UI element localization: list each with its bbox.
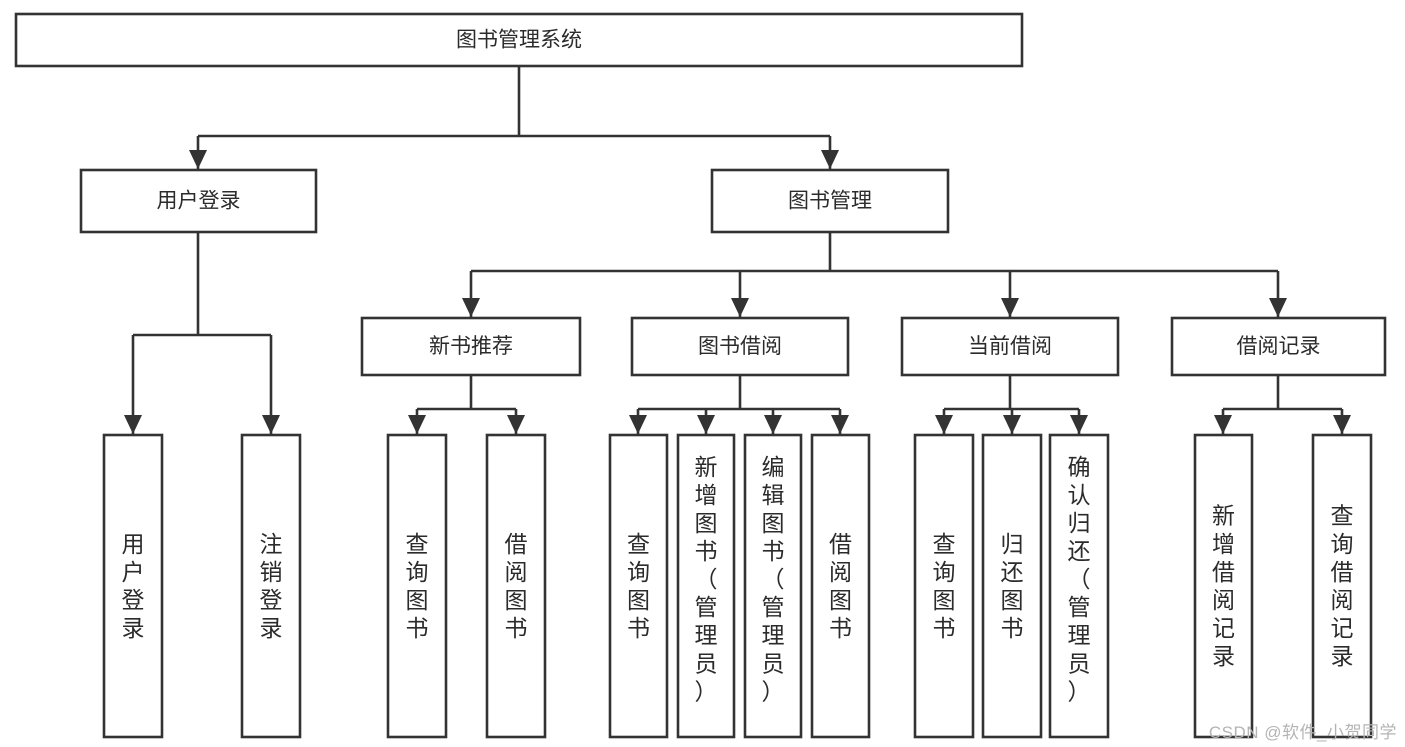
- node-leaf-return-book[interactable]: 归还图书: [981, 433, 1043, 739]
- node-leaf-add-record-rect[interactable]: [1193, 433, 1254, 739]
- arrow-head-icon-level2-0: [189, 150, 207, 169]
- node-new-book-rec-rect[interactable]: [360, 316, 582, 377]
- node-leaf-user-logout[interactable]: 注销登录: [240, 433, 302, 739]
- node-leaf-query-record-rect[interactable]: [1311, 433, 1373, 739]
- arrow-head-icon-user-login-leaf-1: [262, 415, 280, 434]
- arrow-head-icon-current-borrow-leaf-2: [1070, 415, 1088, 434]
- node-new-book-rec[interactable]: 新书推荐: [360, 316, 582, 377]
- arrow-head-icon-borrow-record-leaf-0: [1214, 415, 1232, 434]
- node-leaf-confirm-return-rect[interactable]: [1048, 433, 1110, 739]
- node-leaf-query-record-label: 查询借阅记录: [1331, 503, 1354, 669]
- node-current-borrow-rect[interactable]: [900, 316, 1120, 377]
- arrow-head-icon-current-borrow-leaf-1: [1003, 415, 1021, 434]
- node-leaf-add-book-rect[interactable]: [676, 433, 736, 739]
- arrow-head-icon-book-borrow-leaf-3: [831, 415, 849, 434]
- node-book-borrow-label: 图书借阅: [698, 335, 782, 358]
- node-book-manage-label: 图书管理: [788, 190, 872, 213]
- node-leaf-edit-book-rect[interactable]: [743, 433, 803, 739]
- node-leaf-edit-book[interactable]: 编辑图书（管理员）: [743, 433, 803, 739]
- node-leaf-add-book-label: 新增图书（管理员）: [695, 454, 718, 704]
- arrow-head-icon-level3-2: [1001, 298, 1019, 317]
- node-root-book-management-system-rect[interactable]: [14, 12, 1024, 68]
- node-book-borrow[interactable]: 图书借阅: [630, 316, 850, 377]
- node-leaf-query-book-2-rect[interactable]: [608, 433, 669, 739]
- node-leaf-query-book-2-label: 查询图书: [627, 531, 650, 641]
- node-user-login-rect[interactable]: [79, 168, 318, 234]
- node-leaf-query-book-1[interactable]: 查询图书: [386, 433, 448, 739]
- node-root-book-management-system[interactable]: 图书管理系统: [14, 12, 1024, 68]
- connectors-layer: [124, 66, 1351, 434]
- node-leaf-user-login-label: 用户登录: [122, 531, 145, 641]
- arrow-head-icon-book-borrow-leaf-1: [697, 415, 715, 434]
- csdn-watermark: CSDN @软件_小贺同学: [1208, 723, 1397, 742]
- node-leaf-query-book-3-rect[interactable]: [913, 433, 975, 739]
- node-leaf-add-record[interactable]: 新增借阅记录: [1193, 433, 1254, 739]
- node-leaf-borrow-book-2[interactable]: 借阅图书: [810, 433, 871, 739]
- arrow-head-icon-borrow-record-leaf-1: [1333, 415, 1351, 434]
- node-book-manage[interactable]: 图书管理: [710, 168, 950, 234]
- node-leaf-confirm-return[interactable]: 确认归还（管理员）: [1048, 433, 1110, 739]
- node-leaf-user-login[interactable]: 用户登录: [102, 433, 164, 739]
- arrow-head-icon-book-borrow-leaf-2: [764, 415, 782, 434]
- boxes-layer: 图书管理系统用户登录图书管理新书推荐图书借阅当前借阅借阅记录用户登录注销登录查询…: [14, 12, 1387, 739]
- node-leaf-borrow-book-2-rect[interactable]: [810, 433, 871, 739]
- arrow-head-icon-level3-3: [1269, 298, 1287, 317]
- node-leaf-user-login-rect[interactable]: [102, 433, 164, 739]
- node-leaf-add-record-label: 新增借阅记录: [1212, 503, 1235, 669]
- node-user-login-label: 用户登录: [157, 190, 241, 213]
- node-leaf-user-logout-label: 注销登录: [260, 531, 283, 641]
- arrow-head-icon-level2-1: [821, 150, 839, 169]
- node-leaf-borrow-book-2-label: 借阅图书: [829, 531, 852, 641]
- node-leaf-query-book-1-rect[interactable]: [386, 433, 448, 739]
- node-borrow-record[interactable]: 借阅记录: [1170, 316, 1387, 377]
- node-leaf-query-book-2[interactable]: 查询图书: [608, 433, 669, 739]
- arrow-head-icon-current-borrow-leaf-0: [935, 415, 953, 434]
- node-leaf-confirm-return-label: 确认归还（管理员）: [1068, 454, 1091, 704]
- node-leaf-add-book[interactable]: 新增图书（管理员）: [676, 433, 736, 739]
- node-current-borrow-label: 当前借阅: [968, 335, 1052, 358]
- arrow-head-icon-new-book-rec-leaf-0: [408, 415, 426, 434]
- node-leaf-return-book-rect[interactable]: [981, 433, 1043, 739]
- node-book-borrow-rect[interactable]: [630, 316, 850, 377]
- node-leaf-borrow-book-1[interactable]: 借阅图书: [485, 433, 547, 739]
- arrow-head-icon-book-borrow-leaf-0: [629, 415, 647, 434]
- arrow-head-icon-user-login-leaf-0: [124, 415, 142, 434]
- node-leaf-edit-book-label: 编辑图书（管理员）: [762, 454, 785, 704]
- node-leaf-borrow-book-1-rect[interactable]: [485, 433, 547, 739]
- node-leaf-query-book-3-label: 查询图书: [933, 531, 956, 641]
- node-new-book-rec-label: 新书推荐: [429, 335, 513, 358]
- node-leaf-query-book-3[interactable]: 查询图书: [913, 433, 975, 739]
- node-leaf-return-book-label: 归还图书: [1001, 531, 1024, 641]
- arrow-head-icon-level3-0: [462, 298, 480, 317]
- node-current-borrow[interactable]: 当前借阅: [900, 316, 1120, 377]
- node-book-manage-rect[interactable]: [710, 168, 950, 234]
- node-leaf-user-logout-rect[interactable]: [240, 433, 302, 739]
- node-leaf-query-record[interactable]: 查询借阅记录: [1311, 433, 1373, 739]
- arrow-head-icon-level3-1: [731, 298, 749, 317]
- node-root-book-management-system-label: 图书管理系统: [456, 29, 582, 52]
- node-leaf-query-book-1-label: 查询图书: [406, 531, 429, 641]
- node-borrow-record-label: 借阅记录: [1237, 335, 1321, 358]
- node-borrow-record-rect[interactable]: [1170, 316, 1387, 377]
- arrow-head-icon-new-book-rec-leaf-1: [507, 415, 525, 434]
- node-leaf-borrow-book-1-label: 借阅图书: [505, 531, 528, 641]
- node-user-login[interactable]: 用户登录: [79, 168, 318, 234]
